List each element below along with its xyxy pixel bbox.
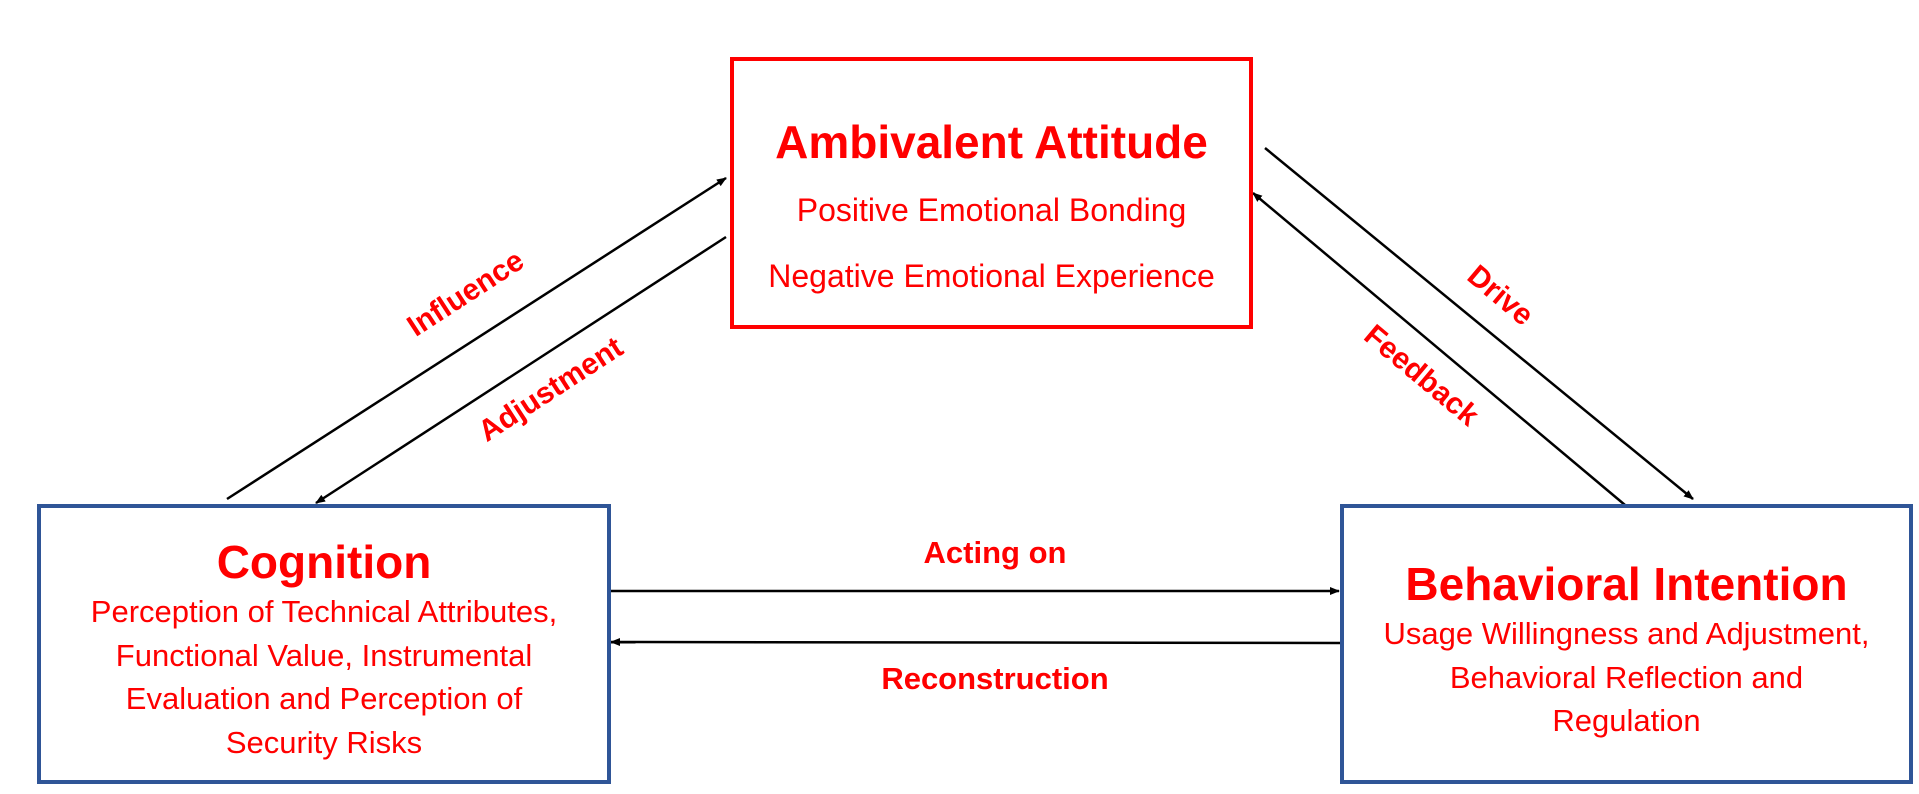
- cognition-line: Security Risks: [225, 724, 423, 760]
- cognition-line: Perception of Technical Attributes,: [90, 594, 558, 629]
- ambivalent-attitude-title: Ambivalent Attitude: [775, 116, 1208, 168]
- reconstruction-arrow: [610, 638, 1341, 647]
- drive-arrow: [1264, 147, 1694, 500]
- adjustment-arrow: [315, 235, 727, 505]
- ambivalent-attitude-box: Ambivalent Attitude Positive Emotional B…: [730, 57, 1253, 329]
- intention-line: Behavioral Reflection and: [1449, 659, 1804, 695]
- negative-emotional-experience: Negative Emotional Experience: [768, 258, 1215, 294]
- acting-on-label: Acting on: [923, 535, 1067, 570]
- cognition-line: Evaluation and Perception of: [125, 681, 523, 716]
- cognition-title: Cognition: [216, 536, 432, 588]
- positive-emotional-bonding: Positive Emotional Bonding: [796, 192, 1187, 228]
- feedback-arrow: [1252, 192, 1626, 506]
- behavioral-intention-title: Behavioral Intention: [1405, 558, 1848, 610]
- behavioral-intention-box: Behavioral Intention Usage Willingness a…: [1340, 504, 1913, 784]
- influence-arrow: [226, 176, 727, 501]
- cognition-box: Cognition Perception of Technical Attrib…: [37, 504, 611, 784]
- intention-line: Usage Willingness and Adjustment,: [1383, 616, 1870, 651]
- cognition-line: Functional Value, Instrumental: [115, 637, 533, 673]
- intention-line: Regulation: [1552, 703, 1701, 738]
- reconstruction-label: Reconstruction: [881, 661, 1109, 696]
